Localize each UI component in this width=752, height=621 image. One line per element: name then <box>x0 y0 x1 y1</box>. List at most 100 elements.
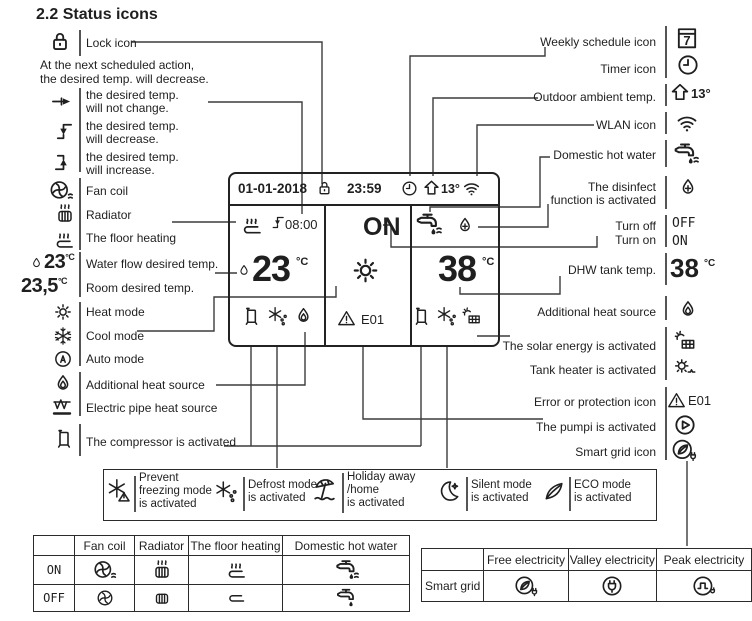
dhw-tank-temp-unit: °C <box>704 258 716 269</box>
compressor-icon <box>52 427 76 451</box>
holiday-line2: /home <box>347 484 379 496</box>
onoff-row-on-label: ON <box>33 555 75 585</box>
floor-heating-icon <box>51 227 77 253</box>
display-header-divider <box>230 204 498 206</box>
display-date: 01-01-2018 <box>238 181 308 196</box>
additional-heat-label: Additional heat source <box>86 378 205 392</box>
error-protection-label: Error or protection icon <box>533 395 656 409</box>
display-warning-icon <box>336 308 357 329</box>
floor-heating-on-icon <box>223 557 249 583</box>
onoff-header-domestic-hot-water: Domestic hot water <box>282 535 410 556</box>
hot-water-off-icon <box>333 585 359 611</box>
display-floor-heating-icon <box>238 212 265 239</box>
fan-off-icon <box>94 587 116 609</box>
floor-heating-off-icon <box>224 586 248 610</box>
dhw-tank-temp-label: DHW tank temp. <box>567 263 656 277</box>
defrost-mode-icon <box>213 479 239 505</box>
onoff-header-fan-coil: Fan coil <box>74 535 135 556</box>
eco-line1: ECO mode <box>574 479 631 491</box>
arrow-increase-label: the desired temp. <box>86 150 179 164</box>
display-outdoor-temp: 13° <box>441 182 460 196</box>
room-temp-value: 23,5°C <box>21 275 68 297</box>
holiday-line3: is activated <box>347 497 405 509</box>
solar-energy-icon <box>672 328 698 354</box>
wlan-icon <box>674 110 700 136</box>
onoff-header-floor-heating: The floor heating <box>188 535 283 556</box>
pump-label: The pumpi is activated <box>535 420 656 434</box>
display-power-state: ON <box>363 213 401 241</box>
arrow-increase-icon <box>52 151 75 174</box>
room-temp-label: Room desired temp. <box>86 281 195 295</box>
water-flow-temp-value: 23°C <box>44 251 75 273</box>
onoff-table: Fan coil Radiator The floor heating Dome… <box>33 535 410 612</box>
display-water-drop-icon <box>236 263 252 279</box>
display-timer-icon <box>400 179 419 198</box>
silent-line1: Silent mode <box>471 479 532 491</box>
eco-line2: is activated <box>574 492 632 504</box>
display-tank-temp: 38 <box>438 248 477 289</box>
dhw-tank-temp-value: 38 <box>670 253 699 283</box>
display-house-icon <box>421 178 442 199</box>
display-water-flow-temp: 23 <box>252 248 291 289</box>
smartgrid-row-label: Smart grid <box>420 570 485 602</box>
defrost-line2: is activated <box>248 492 306 504</box>
smartgrid-header-free: Free electricity <box>483 548 569 571</box>
holiday-icon <box>311 476 339 504</box>
domestic-hot-water-label: Domestic hot water <box>553 148 656 162</box>
pump-icon <box>672 412 698 438</box>
heat-mode-label: Heat mode <box>86 305 145 319</box>
radiator-off-icon <box>151 587 173 609</box>
water-drop-icon <box>29 256 44 271</box>
timer-icon <box>675 52 701 78</box>
arrow-increase-label2: will increase. <box>86 163 155 177</box>
additional-heat-right-label: Additional heat source <box>537 305 656 319</box>
smartgrid-header-valley: Valley electricity <box>567 548 657 571</box>
cool-mode-icon <box>52 325 74 347</box>
cool-mode-label: Cool mode <box>86 329 145 343</box>
error-code-value: E01 <box>688 393 712 408</box>
modes-box <box>103 469 657 521</box>
display-divider-right <box>410 205 412 345</box>
arrow-decrease-label: the desired temp. <box>86 119 179 133</box>
silent-line2: is activated <box>471 492 529 504</box>
display-lock-icon <box>315 179 334 198</box>
fan-coil-label: Fan coil <box>86 184 129 198</box>
error-warning-icon <box>666 390 687 411</box>
disinfect-icon <box>676 176 700 200</box>
solar-energy-label: The solar energy is activated <box>502 339 656 353</box>
radiator-icon <box>53 202 77 226</box>
turn-off-label: Turn off <box>615 219 656 233</box>
tank-heater-label: Tank heater is activated <box>529 363 656 377</box>
peak-electricity-icon <box>691 573 717 599</box>
domestic-hot-water-icon <box>670 139 700 169</box>
display-disinfect-icon <box>454 215 476 237</box>
disinfect-label2: function is activated <box>550 193 656 207</box>
fan-coil-icon <box>48 177 75 204</box>
display-defrost-icon-right <box>435 305 458 328</box>
on-value: ON <box>672 234 688 249</box>
arrow-decrease-icon <box>52 120 75 143</box>
lock-label: Lock icon <box>86 36 137 50</box>
turn-on-label: Turn on <box>615 233 656 247</box>
off-value: OFF <box>672 216 696 231</box>
arrow-no-change-label2: will not change. <box>86 101 169 115</box>
prevent-freezing-line3: is activated <box>139 498 197 510</box>
display-compressor-icon-left <box>240 305 263 328</box>
timer-label: Timer icon <box>600 62 656 76</box>
fan-on-icon <box>92 557 118 583</box>
outdoor-house-icon <box>668 81 692 105</box>
hot-water-on-icon <box>332 556 360 584</box>
free-electricity-icon <box>513 573 539 599</box>
radiator-on-icon <box>150 558 174 582</box>
display-water-flow-unit: °C <box>296 256 309 268</box>
prevent-freezing-icon <box>106 477 132 503</box>
auto-mode-icon <box>52 348 74 370</box>
electric-pipe-label: Electric pipe heat source <box>86 401 218 415</box>
silent-mode-icon <box>436 478 462 504</box>
radiator-label: Radiator <box>86 208 132 222</box>
controller-display: 01-01-2018 23:59 13° 08:00 23 °C ON E01 … <box>228 172 500 347</box>
water-flow-label: Water flow desired temp. <box>86 257 219 271</box>
schedule-note-line2: the desired temp. will decrease. <box>40 72 209 86</box>
auto-mode-label: Auto mode <box>86 352 145 366</box>
holiday-line1: Holiday away <box>347 471 416 483</box>
